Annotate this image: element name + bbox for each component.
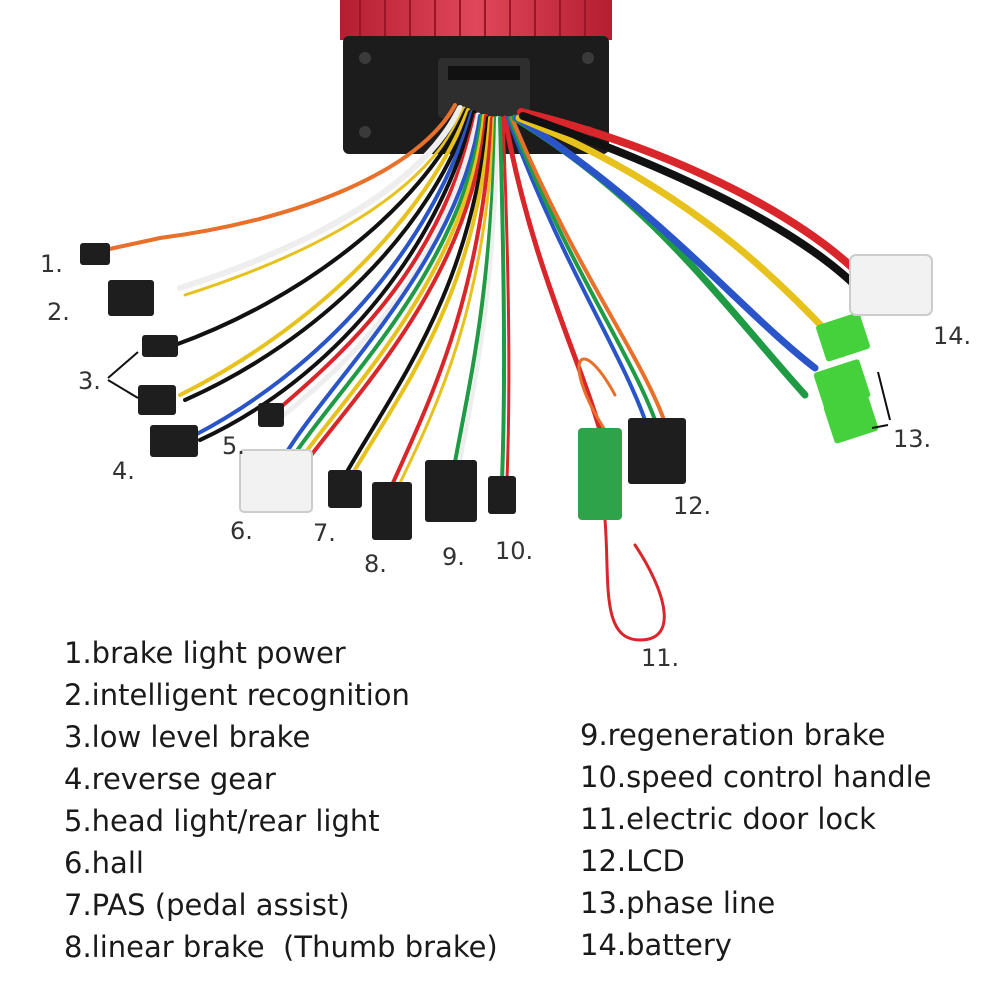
wire-intelligent-recognition <box>177 105 463 291</box>
connector-14-battery <box>849 254 933 316</box>
wire-hall-1 <box>283 114 482 457</box>
connector-12-lcd <box>628 418 686 484</box>
callout-6: 6. <box>230 517 253 545</box>
wire-phase-yellow <box>515 114 834 339</box>
wire-regeneration-brake-2 <box>458 116 500 464</box>
callout-4: 4. <box>112 457 135 485</box>
arrow-3-top <box>107 351 139 379</box>
callout-9: 9. <box>442 543 465 571</box>
legend-item-10: 10.speed control handle <box>580 760 932 794</box>
callout-5: 5. <box>222 432 245 460</box>
connector-13a-phase <box>816 312 870 362</box>
legend-item-5: 5.head light/rear light <box>64 804 380 838</box>
panel-screw <box>359 52 371 64</box>
wire-intelligent-recognition-2 <box>183 106 466 297</box>
legend-item-7: 7.PAS (pedal assist) <box>64 888 350 922</box>
callout-10: 10. <box>495 537 534 565</box>
connector-13c-phase <box>823 392 879 444</box>
connector-11-door-lock <box>578 428 622 520</box>
wire-pas-2 <box>348 116 492 480</box>
connector-3b-low-level-brake <box>138 385 176 415</box>
legend-item-6: 6.hall <box>64 846 144 880</box>
arrow-13-top <box>877 371 891 421</box>
wire-rear-light <box>277 112 481 421</box>
heat-fins <box>359 0 586 40</box>
callout-7: 7. <box>313 519 336 547</box>
legend-item-14: 14.battery <box>580 928 732 962</box>
wire-hall-2 <box>290 114 484 460</box>
wire-electric-door-lock <box>502 115 603 433</box>
callout-12: 12. <box>673 492 712 520</box>
legend-item-8: 8.linear brake (Thumb brake) <box>64 930 498 964</box>
connector-8-linear-brake <box>372 482 412 540</box>
wire-linear-brake-2 <box>396 116 496 489</box>
connector-5-lights <box>258 403 284 427</box>
callout-8: 8. <box>364 550 387 578</box>
connector-1-brake-light-power <box>80 243 110 265</box>
wire-low-level-brake-a <box>173 108 468 347</box>
wire-lcd-3 <box>510 116 666 422</box>
arrow-13-bottom <box>871 424 889 429</box>
wire-low-level-brake-c <box>183 110 472 402</box>
wire-speed-control-handle-2 <box>501 116 511 482</box>
wire-speed-control-handle <box>498 116 507 482</box>
connector-10-speed-control <box>488 476 516 514</box>
wire-door-lock-orange-loop <box>577 357 617 432</box>
callout-arrows <box>107 351 891 429</box>
wire-bundle <box>103 103 864 642</box>
wire-head-light <box>273 113 478 414</box>
wire-phase-blue <box>513 114 819 372</box>
arrow-3-bottom <box>107 379 139 399</box>
wire-lcd-2 <box>508 116 657 422</box>
connectors <box>80 243 933 540</box>
connector-2-intelligent-recognition <box>108 280 154 316</box>
callout-2: 2. <box>47 298 70 326</box>
wire-reverse-gear-2 <box>198 110 476 442</box>
connector-6-hall <box>239 449 313 513</box>
callout-13: 13. <box>893 425 932 453</box>
connector-7-pas <box>328 470 362 508</box>
callout-3: 3. <box>78 367 101 395</box>
wire-hall-3 <box>298 114 486 462</box>
wire-linear-brake <box>390 116 494 487</box>
wire-door-lock-loop <box>603 518 666 642</box>
wire-brake-light-power <box>103 103 457 252</box>
legend-item-12: 12.LCD <box>580 844 685 878</box>
panel-screw <box>359 126 371 138</box>
wire-battery-black <box>519 112 864 294</box>
controller-body <box>340 0 612 40</box>
legend-item-9: 9.regeneration brake <box>580 718 886 752</box>
wire-grommet-slot <box>448 66 520 80</box>
connector-9-regeneration-brake <box>425 460 477 522</box>
legend-item-1: 1.brake light power <box>64 636 346 670</box>
wire-lcd-1 <box>506 116 647 422</box>
wire-battery-red <box>517 108 859 274</box>
connector-4-reverse-gear <box>150 425 198 457</box>
wire-hall-4 <box>304 114 488 464</box>
connector-3a-low-level-brake <box>142 335 178 357</box>
callout-1: 1. <box>40 250 63 278</box>
wire-reverse-gear <box>193 110 474 437</box>
legend-item-13: 13.phase line <box>580 886 776 920</box>
callout-11: 11. <box>641 644 680 672</box>
wire-pas <box>343 116 490 477</box>
legend-item-4: 4.reverse gear <box>64 762 276 796</box>
callout-14: 14. <box>933 322 972 350</box>
legend-item-2: 2.intelligent recognition <box>64 678 410 712</box>
wire-low-level-brake-b <box>178 108 470 397</box>
legend-item-11: 11.electric door lock <box>580 802 876 836</box>
wire-regeneration-brake <box>453 116 498 464</box>
legend-item-3: 3.low level brake <box>64 720 311 754</box>
panel-screw <box>582 52 594 64</box>
